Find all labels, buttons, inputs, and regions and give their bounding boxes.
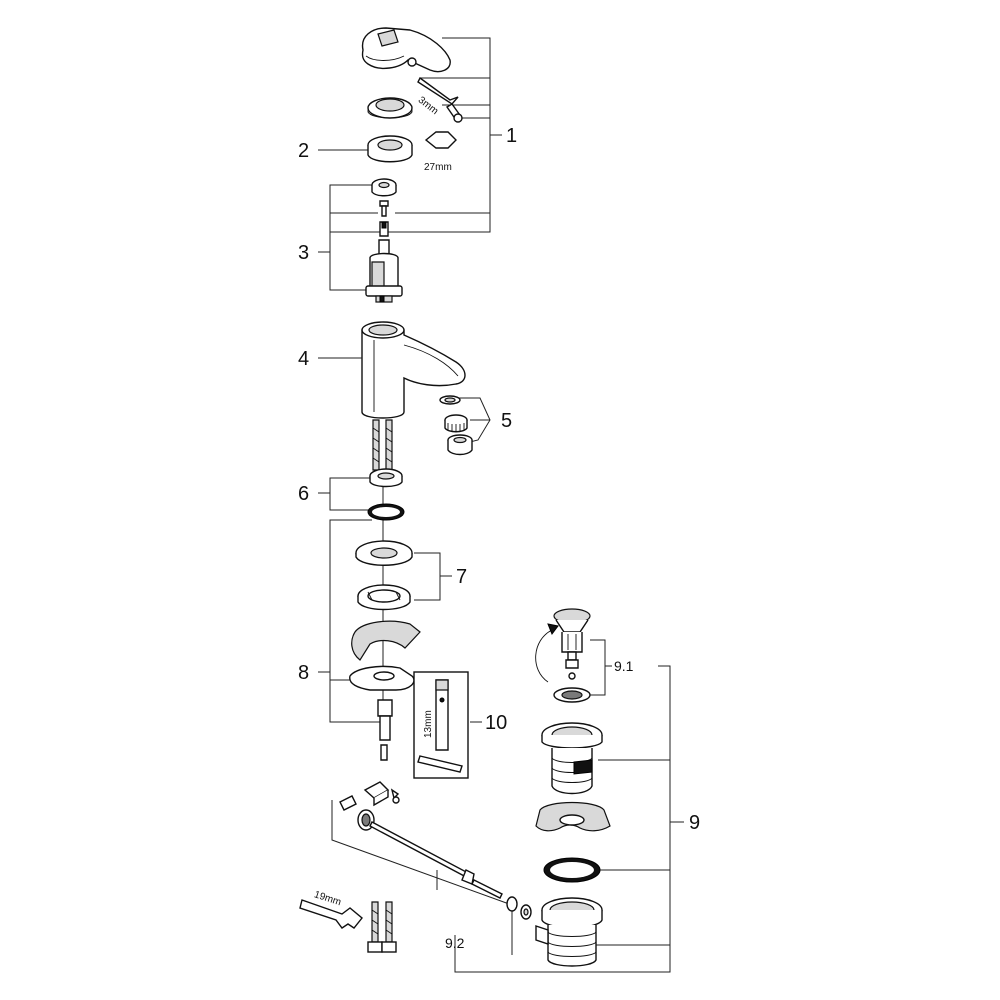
aerator: [439, 395, 473, 456]
stabilizer-plates: [355, 540, 413, 611]
callout-6: 6: [298, 483, 309, 505]
hex-nut-size: 27mm: [424, 162, 452, 173]
waste-gasket: [535, 801, 611, 832]
mixer-body: [358, 321, 466, 700]
box-wrench-tool: 13mm: [413, 671, 469, 779]
hose-connectors: [367, 901, 397, 953]
callout-9: 9: [689, 812, 700, 834]
lever-handle: [361, 27, 451, 73]
waste-plug: [553, 608, 591, 680]
callout-10: 10: [485, 712, 507, 734]
cartridge-assembly: [365, 178, 403, 303]
cover-ring: [367, 97, 413, 119]
hex-key-size: 3mm: [416, 95, 440, 117]
cartridge-nut: [367, 135, 413, 163]
curved-arrow-icon: [535, 623, 559, 683]
callout-4: 4: [298, 348, 309, 370]
open-end-wrench-icon: 19mm: [299, 889, 363, 929]
callout-9-2: 9.2: [445, 935, 465, 951]
callout-labels: 1 2 3 4 5 6 7 8 9 9.1 9.2 10: [298, 125, 700, 951]
callout-3: 3: [298, 242, 309, 264]
waste-flange: [541, 722, 603, 795]
plug-seal: [553, 687, 591, 703]
flange-rings: [367, 468, 405, 521]
leader-lines: [318, 37, 684, 973]
waste-body: [535, 897, 603, 967]
callout-7: 7: [456, 566, 467, 588]
waste-o-ring: [543, 857, 601, 883]
callout-5: 5: [501, 410, 512, 432]
box-wrench-size: 13mm: [423, 710, 434, 738]
callout-8: 8: [298, 662, 309, 684]
callout-2: 2: [298, 140, 309, 162]
mounting-horseshoe: [349, 620, 421, 761]
callout-1: 1: [506, 125, 517, 147]
callout-9-1: 9.1: [614, 658, 634, 674]
pop-up-linkage: [339, 781, 532, 920]
hexagon-icon: 27mm: [424, 131, 457, 173]
